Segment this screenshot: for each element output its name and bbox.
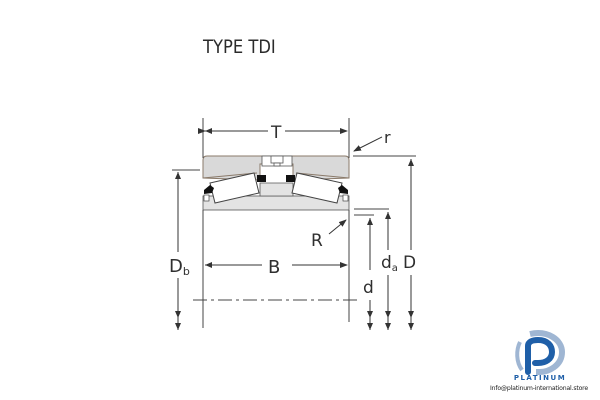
dimension-r [353,136,383,152]
label-B: B [268,257,280,278]
label-R: R [311,231,323,251]
left-roller [209,172,260,204]
dimension-d [367,218,373,330]
dimension-T [198,128,348,134]
label-T: T [270,123,282,143]
dimension-Db [175,172,218,330]
inner-ring [202,182,350,211]
right-roller [291,172,343,204]
dimension-D [408,159,414,330]
label-da: da [381,253,398,274]
cage-seals [203,175,349,202]
outer-ring [202,155,350,181]
dimension-R [328,219,347,235]
dimension-da [385,212,391,330]
diagram-title: TYPE TDI [203,36,276,58]
extension-lines [172,118,416,328]
platinum-logo-icon [515,330,566,375]
label-d: d [363,278,374,298]
label-Db: Db [169,256,190,278]
label-D: D [403,253,416,273]
contact-email: Info@platinum-international.store [490,385,588,392]
brand-name: PLATINUM [513,374,567,382]
label-r: r [384,128,391,147]
